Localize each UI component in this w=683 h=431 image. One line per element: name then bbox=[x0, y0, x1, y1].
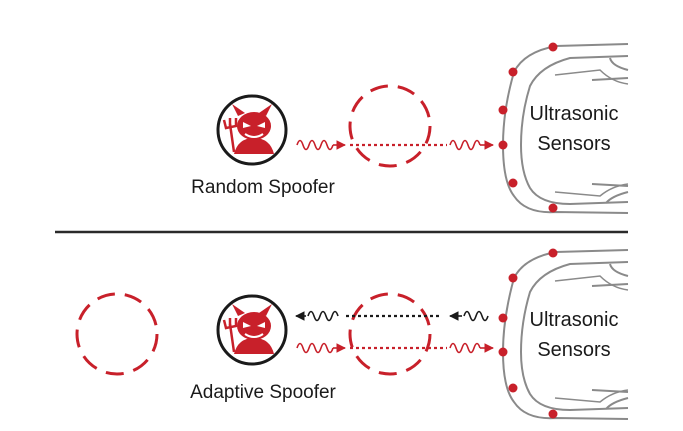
sensor-dot bbox=[508, 273, 518, 283]
sensor-dot bbox=[508, 67, 518, 77]
spoofer-label: Adaptive Spoofer bbox=[190, 382, 336, 403]
sensor-dot bbox=[548, 203, 558, 213]
phantom-obstacle bbox=[348, 84, 432, 168]
sensor-dot bbox=[498, 140, 508, 150]
sensor-dot bbox=[548, 248, 558, 258]
signal-wave bbox=[296, 139, 334, 151]
signal-wave bbox=[296, 342, 334, 354]
sensor-dot bbox=[508, 383, 518, 393]
sensor-dot bbox=[498, 105, 508, 115]
sensor-label-line2: Sensors bbox=[537, 339, 610, 361]
top-panel: Ultrasonic Sensors Random Spoofer bbox=[191, 42, 629, 214]
sensor-dot bbox=[498, 347, 508, 357]
bottom-panel: Ultrasonic Sensors Adaptive Spoofer bbox=[75, 248, 629, 420]
spoofer-label: Random Spoofer bbox=[191, 177, 335, 198]
signal-wave bbox=[449, 342, 481, 354]
echo-wave bbox=[463, 310, 489, 322]
devil-icon bbox=[216, 94, 288, 166]
sensor-dot bbox=[548, 42, 558, 52]
car-outline-top bbox=[501, 43, 629, 214]
signal-wave bbox=[449, 139, 481, 151]
sensor-label-line2: Sensors bbox=[537, 133, 610, 155]
echo-wave bbox=[307, 310, 339, 322]
sensor-dot bbox=[548, 409, 558, 419]
phantom-obstacle-far bbox=[75, 292, 159, 376]
car-outline-bottom bbox=[501, 249, 629, 420]
sensor-dot bbox=[498, 313, 508, 323]
ultrasonic-sensors-bottom bbox=[498, 248, 558, 419]
phantom-obstacle bbox=[348, 292, 432, 376]
sensor-dot bbox=[508, 178, 518, 188]
sensor-label-line1: Ultrasonic bbox=[530, 309, 619, 331]
devil-icon bbox=[216, 294, 288, 366]
sensor-label-line1: Ultrasonic bbox=[530, 103, 619, 125]
ultrasonic-sensors-top bbox=[498, 42, 558, 213]
